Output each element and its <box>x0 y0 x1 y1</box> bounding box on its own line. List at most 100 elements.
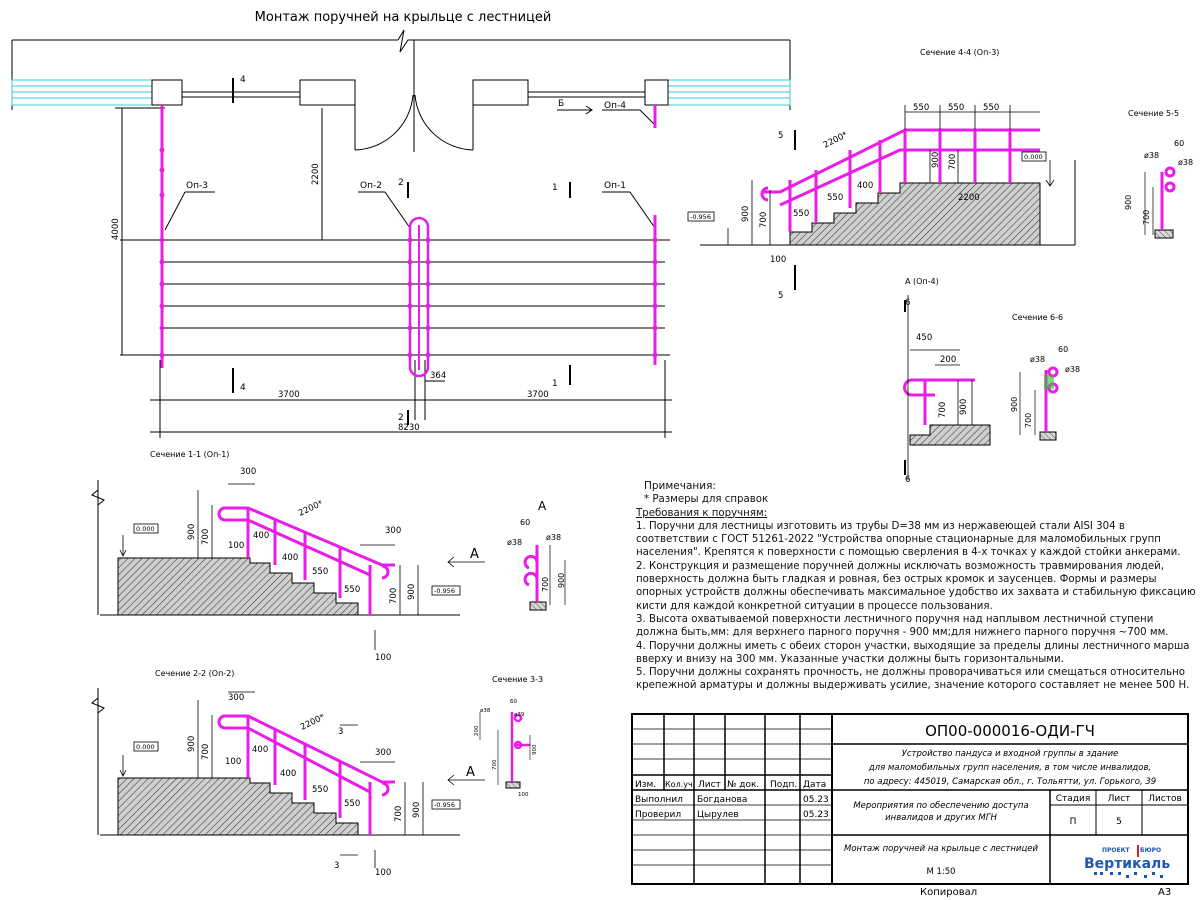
dim-3700-left: 3700 <box>278 390 300 400</box>
section11-drawing: 300 2200* 900 700 100 400 400 550 550 30… <box>91 467 485 663</box>
mark-b: Б <box>558 99 564 109</box>
a4-mark-6-top: 6 <box>905 298 910 308</box>
s11-dim-300b: 300 <box>385 526 401 536</box>
s22-level-956: -0.956 <box>434 801 455 809</box>
a4-dim-200: 200 <box>940 355 956 365</box>
tb-name-1: Богданова <box>697 795 747 805</box>
tb-stage-hdr: Стадия <box>1056 794 1091 804</box>
tb-sheet-hdr: Лист <box>1108 794 1131 804</box>
a-dim-700: 700 <box>541 577 550 592</box>
svg-text:Вертикаль: Вертикаль <box>1084 856 1170 872</box>
notes-star: * Размеры для справок <box>644 494 769 506</box>
s66-dim-700: 700 <box>1024 413 1033 428</box>
tb-section-1: Мероприятия по обеспечению доступа <box>853 801 1028 811</box>
s44-dim-550d: 550 <box>827 193 843 203</box>
tb-role-1: Выполнил <box>635 795 683 805</box>
s11-dim-550a: 550 <box>312 567 328 577</box>
s55-dim-700: 700 <box>1142 210 1151 225</box>
footer-copied: Копировал <box>920 887 977 898</box>
glass-panel-right <box>667 79 791 106</box>
s33-dim-900: 900 <box>532 744 538 755</box>
s66-dim-900: 900 <box>1010 397 1019 412</box>
s55-dim-60: 60 <box>1174 139 1184 148</box>
section66-title: Сечение 6-6 <box>1012 313 1063 322</box>
dim-364: 364 <box>430 371 446 381</box>
s22-dim-300b: 300 <box>375 748 391 758</box>
notes-title: Примечания: <box>644 480 716 492</box>
section22-drawing: 300 2200* 900 700 100 400 400 550 550 30… <box>91 688 485 878</box>
s22-level-0: 0.000 <box>136 743 155 751</box>
mark-2-bottom: 2 <box>398 413 404 423</box>
s22-dim-100b: 100 <box>375 868 391 878</box>
s11-dim-700: 700 <box>201 529 211 545</box>
section44-title: Сечение 4-4 (Оп-3) <box>920 48 999 57</box>
s44-dim-550c: 550 <box>983 103 999 113</box>
s11-dim-100: 100 <box>228 541 244 551</box>
s44-dim-2200b: 2200 <box>958 193 980 203</box>
tb-code: ОП00-000016-ОДИ-ГЧ <box>925 722 1095 740</box>
s44-level-0: 0.000 <box>1024 153 1043 161</box>
section33-title: Сечение 3-3 <box>492 675 543 684</box>
mark-2-top: 2 <box>398 178 404 188</box>
tb-project-2: для маломобильных групп населения, в том… <box>868 763 1151 773</box>
tb-date-2: 05.23 <box>803 810 829 820</box>
detailA-drawing: 60 ø38 ø38 700 900 <box>507 518 566 611</box>
tb-hdr-doc: № док. <box>727 780 759 790</box>
s11-dim-2200: 2200* <box>297 499 325 519</box>
svg-text:БЮРО: БЮРО <box>1140 847 1161 854</box>
detailA4-drawing: 450 200 700 900 6 6 <box>903 295 991 485</box>
s11-dim-900: 900 <box>187 524 197 540</box>
label-op2: Оп-2 <box>360 181 382 191</box>
s11-level-0: 0.000 <box>136 525 155 533</box>
s44-dim-550e: 550 <box>793 209 809 219</box>
sheet-title: Монтаж поручней на крыльце с лестницей <box>255 10 552 25</box>
s33-dim-100: 100 <box>518 792 529 798</box>
requirement-1: 1. Поручни для лестницы изготовить из тр… <box>636 520 1181 559</box>
a4-dim-900: 900 <box>959 399 969 415</box>
s22-dim-300a: 300 <box>228 693 244 703</box>
s44-dim-100: 100 <box>770 255 786 265</box>
s66-dim-d38b: ø38 <box>1065 365 1080 374</box>
label-op3: Оп-3 <box>186 181 208 191</box>
s11-dim-900b: 900 <box>407 584 417 600</box>
s22-dim-2200: 2200* <box>299 712 327 732</box>
tb-hdr-podp: Подп. <box>770 780 797 790</box>
tb-hdr-data: Дата <box>803 780 826 790</box>
tb-hdr-list: Лист <box>698 780 721 790</box>
mark-1-bottom: 1 <box>552 379 558 389</box>
s33-dim-700: 700 <box>492 759 498 770</box>
s66-dim-60: 60 <box>1058 345 1068 354</box>
s44-dim-900b: 900 <box>741 206 751 222</box>
svg-text:ПРОЕКТ: ПРОЕКТ <box>1102 847 1131 854</box>
plan-view <box>11 29 791 438</box>
section55-drawing: 60 ø38 ø38 900 700 <box>1124 139 1193 239</box>
plan-posts <box>159 147 658 358</box>
detailA-title: А <box>538 499 547 513</box>
dim-3700-right: 3700 <box>527 390 549 400</box>
label-op4: Оп-4 <box>604 101 626 111</box>
requirements-title: Требования к поручням: <box>636 507 768 519</box>
tb-hdr-izm: Изм. <box>635 780 656 790</box>
tb-stage: П <box>1070 817 1077 827</box>
mark-1-top: 1 <box>552 183 558 193</box>
s44-dim-2200: 2200* <box>822 130 850 151</box>
s33-dim-200: 200 <box>474 725 480 736</box>
s44-mark-5-bottom: 5 <box>778 291 783 301</box>
s55-dim-d38b: ø38 <box>1178 158 1193 167</box>
s22-dim-550b: 550 <box>344 799 360 809</box>
s11-dim-400b: 400 <box>282 553 298 563</box>
a4-dim-700: 700 <box>938 402 948 418</box>
company-logo: ПРОЕКТ БЮРО Вертикаль <box>1084 845 1170 878</box>
section22-title: Сечение 2-2 (Оп-2) <box>155 669 234 678</box>
s22-dim-100: 100 <box>225 757 241 767</box>
footer-format: А3 <box>1158 887 1171 898</box>
a-dim-d38b: ø38 <box>546 533 561 542</box>
tb-sheet: 5 <box>1116 817 1122 827</box>
s33-dim-d39: ø39 <box>514 712 525 718</box>
s11-dim-400a: 400 <box>253 531 269 541</box>
dim-8230: 8230 <box>398 423 420 433</box>
a-dim-900: 900 <box>557 573 566 588</box>
s44-mark-5-top: 5 <box>778 131 783 141</box>
detailA4-title: А (Оп-4) <box>905 277 939 286</box>
